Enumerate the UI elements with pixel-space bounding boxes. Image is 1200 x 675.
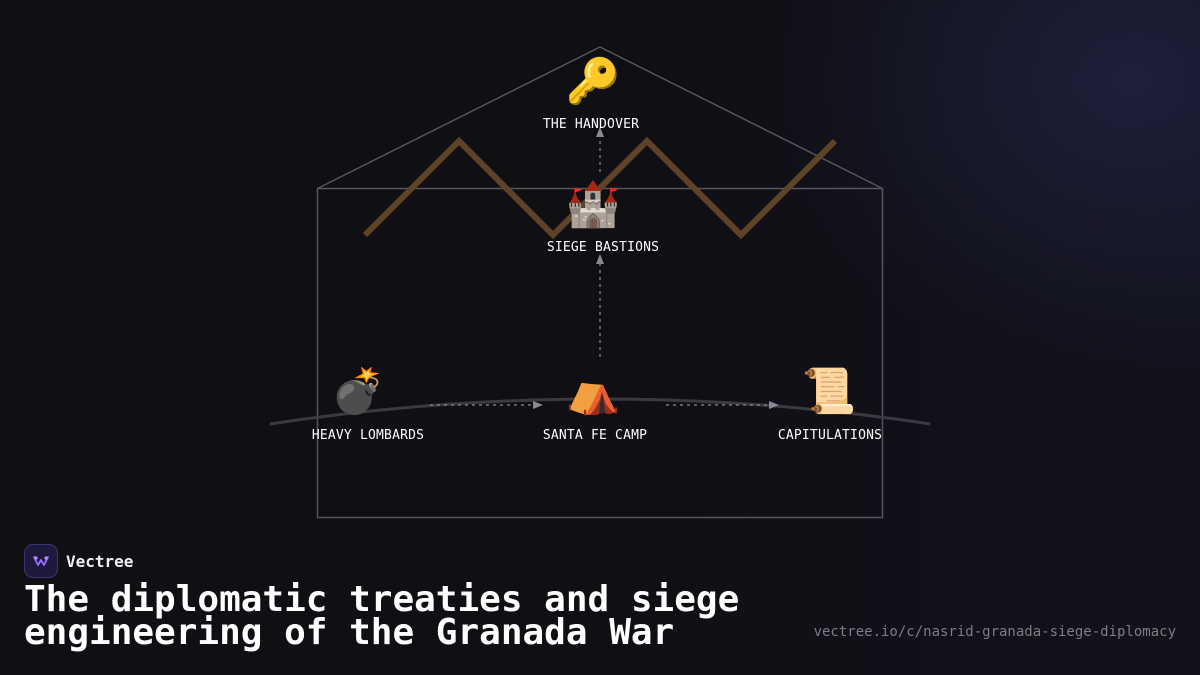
- page-title: The diplomatic treaties and siege engine…: [24, 579, 740, 653]
- node-bastions: 🏰 SIEGE BASTIONS: [547, 179, 659, 255]
- brand-name: Vectree: [66, 551, 134, 571]
- house-frame-body: [316, 187, 884, 519]
- bomb-icon: 💣: [331, 366, 386, 419]
- brand: Vectree: [24, 544, 133, 578]
- zigzag-wall-line: [362, 136, 838, 240]
- node-label-capitulations: CAPITULATIONS: [778, 428, 882, 443]
- ground-arc: [269, 397, 931, 426]
- node-label-handover: THE HANDOVER: [543, 117, 639, 132]
- scroll-icon: 📜: [802, 366, 857, 417]
- node-handover: 🔑 THE HANDOVER: [543, 54, 639, 132]
- source-url[interactable]: vectree.io/c/nasrid-granada-siege-diplom…: [813, 624, 1176, 640]
- node-label-camp: SANTA FE CAMP: [543, 428, 647, 443]
- tent-icon: ⛺: [566, 366, 621, 417]
- house-frame-roof: [317, 46, 883, 190]
- node-capitulations: 📜 CAPITULATIONS: [778, 366, 882, 443]
- vectree-logo-icon: [24, 544, 58, 578]
- castle-icon: 🏰: [566, 179, 621, 230]
- node-label-lombards: HEAVY LOMBARDS: [312, 428, 424, 443]
- key-icon: 🔑: [566, 54, 621, 107]
- node-camp: ⛺ SANTA FE CAMP: [543, 366, 647, 443]
- node-label-bastions: SIEGE BASTIONS: [547, 240, 659, 255]
- node-lombards: 💣 HEAVY LOMBARDS: [312, 366, 424, 443]
